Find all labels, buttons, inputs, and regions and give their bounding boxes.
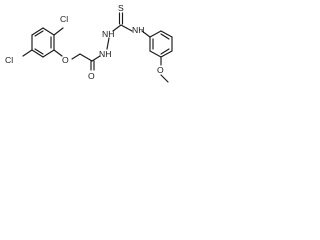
ring-bond [149,30,162,38]
bond-ch2-to-carbonyl [79,53,93,62]
chlorophenyl-ring [31,27,55,58]
ring-bond [31,27,44,36]
bond-nh-to-aryl [141,30,151,38]
ring-inner-bond [34,30,44,37]
ring-inner-bond [34,48,44,55]
bond-carbonyl-to-nh [91,55,101,62]
bond-to-cl-upper [53,27,64,36]
bond-methoxy-o-to-methyl [160,74,169,83]
bond-ring-to-ether-o [53,49,63,57]
ring-bond [42,27,55,36]
atom-cl-upper: Cl [60,14,68,24]
bond-thiocarbon-to-nh [120,24,133,32]
ring-bond [31,49,44,58]
ring-inner-bond [160,33,170,40]
ring-inner-bond [160,48,170,55]
atom-carbonyl-o: O [88,71,95,81]
atom-ether-o: O [62,55,69,65]
atom-nh-2: NH [102,29,114,39]
atom-methoxy-o: O [157,65,164,75]
molecule-drawing: Cl Cl O O NH NH S NH O [5,3,173,83]
ring-bond [149,50,162,58]
atom-cl-left: Cl [5,55,13,65]
atom-nh-3: NH [132,25,144,35]
structure-diagram: Cl Cl O O NH NH S NH O [0,0,217,98]
ring-bond [160,50,173,58]
ring-bond [160,30,173,38]
bond-nh-to-nh [106,37,110,50]
bond-ether-o-to-ch2 [71,53,81,60]
atom-nh-1: NH [99,49,111,59]
bond-to-cl-left [22,49,33,57]
methoxyphenyl-ring [149,30,173,58]
ring-bond [42,49,55,58]
bond-nh-to-thiocarbon [112,24,122,32]
atom-thione-s: S [118,3,124,13]
